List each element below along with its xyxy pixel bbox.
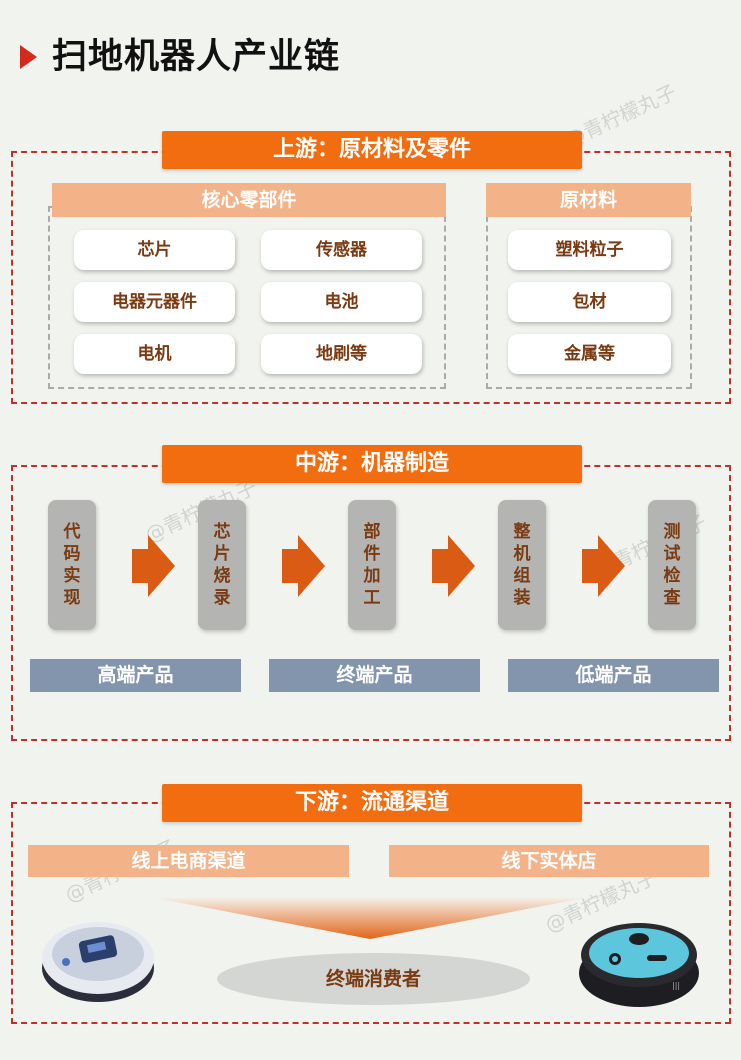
flow-arrow-head-icon bbox=[148, 535, 175, 597]
flow-arrow-icon bbox=[582, 549, 598, 583]
flow-arrow-icon bbox=[282, 549, 298, 583]
downstream-banner: 下游：流通渠道 bbox=[162, 784, 582, 822]
step-char: 查 bbox=[663, 588, 681, 608]
step-char: 烧 bbox=[213, 566, 231, 586]
step-char: 检 bbox=[663, 566, 681, 586]
part-brush: 地刷等 bbox=[261, 334, 422, 374]
robot-vacuum-light-icon bbox=[42, 922, 154, 1002]
step-char: 加 bbox=[363, 566, 381, 586]
page-title: 扫地机器人产业链 bbox=[52, 37, 341, 77]
upstream-banner: 上游：原材料及零件 bbox=[162, 131, 582, 169]
tier-mid-range: 终端产品 bbox=[269, 659, 480, 692]
core-parts-heading: 核心零部件 bbox=[52, 183, 446, 217]
raw-materials-heading: 原材料 bbox=[486, 183, 691, 217]
part-motor: 电机 bbox=[74, 334, 235, 374]
step-char: 码 bbox=[63, 544, 81, 564]
step-char: 录 bbox=[213, 588, 231, 608]
step-char: 测 bbox=[663, 522, 681, 542]
part-battery: 电池 bbox=[261, 282, 422, 322]
material-packaging: 包材 bbox=[508, 282, 671, 322]
part-sensor: 传感器 bbox=[261, 230, 422, 270]
flow-arrow-head-icon bbox=[598, 535, 625, 597]
end-consumer: 终端消费者 bbox=[217, 953, 530, 1005]
step-char: 件 bbox=[363, 544, 381, 564]
step-char: 芯 bbox=[213, 522, 231, 542]
tier-low-end: 低端产品 bbox=[508, 659, 719, 692]
step-char: 装 bbox=[513, 588, 531, 608]
part-chip: 芯片 bbox=[74, 230, 235, 270]
step-chip-flashing: 芯片烧录 bbox=[198, 500, 246, 630]
step-char: 片 bbox=[213, 544, 231, 564]
step-char: 部 bbox=[363, 522, 381, 542]
part-electronic-components: 电器元器件 bbox=[74, 282, 235, 322]
midstream-banner: 中游：机器制造 bbox=[162, 445, 582, 483]
robot-vacuum-dark-icon: ||| bbox=[579, 923, 699, 1007]
step-testing: 测试检查 bbox=[648, 500, 696, 630]
channel-online: 线上电商渠道 bbox=[28, 845, 349, 877]
step-char: 组 bbox=[513, 566, 531, 586]
flow-arrow-icon bbox=[432, 549, 448, 583]
flow-arrow-head-icon bbox=[298, 535, 325, 597]
step-char: 机 bbox=[513, 544, 531, 564]
step-code: 代码实现 bbox=[48, 500, 96, 630]
step-char: 现 bbox=[63, 588, 81, 608]
tier-high-end: 高端产品 bbox=[30, 659, 241, 692]
material-plastic-pellets: 塑料粒子 bbox=[508, 230, 671, 270]
flow-arrow-icon bbox=[132, 549, 148, 583]
step-char: 代 bbox=[63, 522, 81, 542]
title-arrow-icon bbox=[20, 45, 37, 69]
channel-offline: 线下实体店 bbox=[389, 845, 709, 877]
step-char: 试 bbox=[663, 544, 681, 564]
step-char: 实 bbox=[63, 566, 81, 586]
step-char: 工 bbox=[363, 588, 381, 608]
step-char: 整 bbox=[513, 522, 531, 542]
material-metal: 金属等 bbox=[508, 334, 671, 374]
step-part-processing: 部件加工 bbox=[348, 500, 396, 630]
svg-text:|||: ||| bbox=[672, 981, 680, 990]
flow-arrow-head-icon bbox=[448, 535, 475, 597]
step-assembly: 整机组装 bbox=[498, 500, 546, 630]
funnel-shape bbox=[150, 897, 590, 939]
